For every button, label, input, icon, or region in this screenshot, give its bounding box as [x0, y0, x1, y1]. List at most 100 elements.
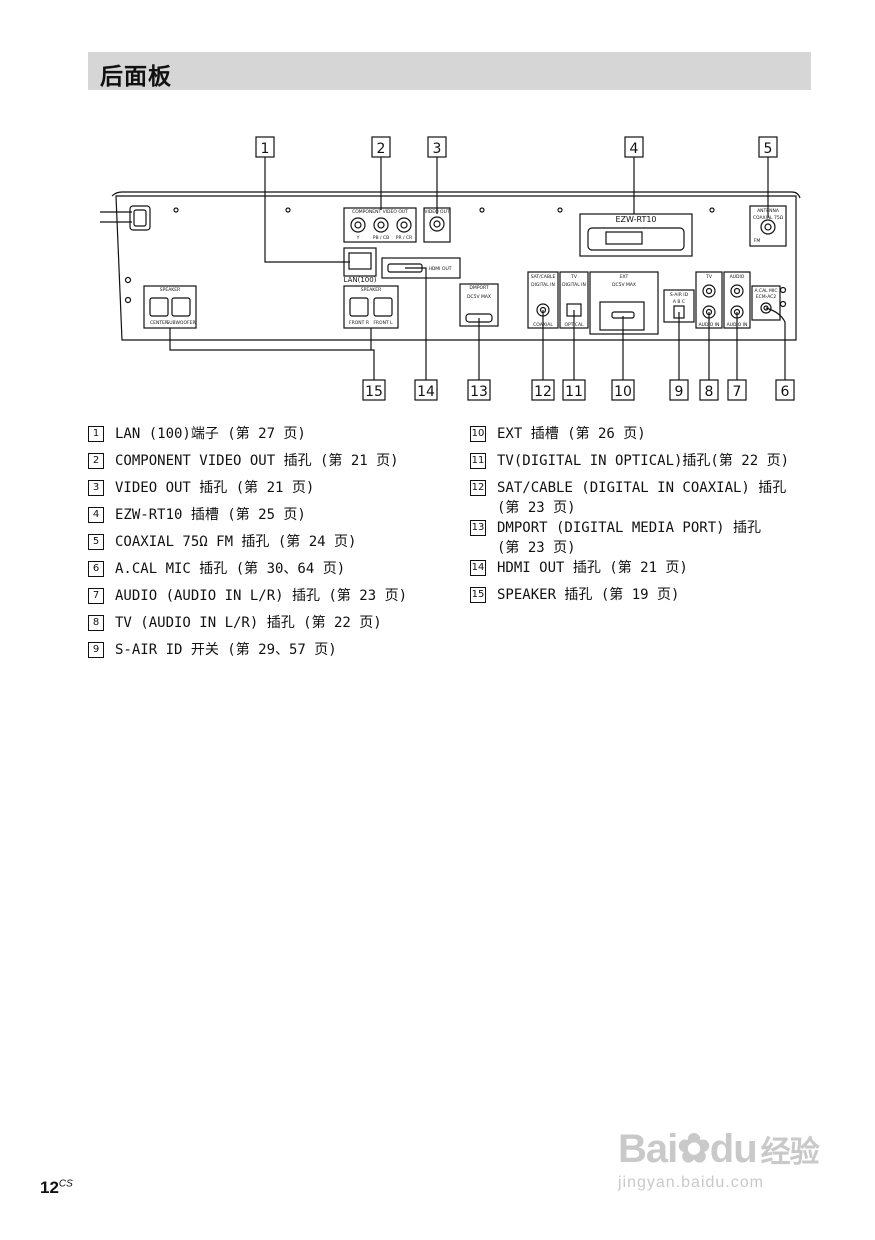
callout-10: 10 [614, 384, 632, 400]
label-subwoofer: SUBWOOFER [166, 320, 195, 326]
watermark-logo-text-2: du [709, 1127, 758, 1171]
callout-3: 3 [433, 141, 442, 157]
callout-8: 8 [705, 384, 714, 400]
label-pr: PR / CR [396, 235, 413, 241]
label-speaker-left: SPEAKER [160, 287, 180, 293]
legend-number: 7 [88, 588, 104, 604]
legend-number: 12 [470, 480, 486, 496]
label-dmport-spec: DC5V MAX [467, 294, 491, 300]
chassis-top-edge [111, 191, 801, 199]
callout-2: 2 [377, 141, 386, 157]
power-inlet [129, 205, 151, 231]
watermark-url: jingyan.baidu.com [618, 1174, 764, 1191]
callout-4: 4 [630, 141, 639, 157]
legend-text: COMPONENT VIDEO OUT 插孔 (第 21 页) [115, 453, 399, 469]
watermark-logo-cn: 经验 [760, 1136, 820, 1169]
a-cal-mic-box [751, 285, 781, 321]
legend-item: 10 EXT 插槽 (第 26 页) [470, 424, 815, 451]
label-audio-in-1: AUDIO IN [699, 322, 720, 328]
leader-15 [169, 328, 375, 380]
legend-text: S-AIR ID 开关 (第 29、57 页) [115, 642, 337, 658]
leader-14 [405, 267, 427, 380]
label-abc: A B C [673, 299, 685, 305]
label-s-air-id: S-AIR ID [670, 292, 689, 298]
power-cord [100, 211, 132, 223]
label-digital-in-2: DIGITAL IN [562, 282, 586, 288]
legend-number: 1 [88, 426, 104, 442]
page-number-value: 12 [40, 1178, 59, 1197]
legend-number: 4 [88, 507, 104, 523]
label-coaxial: COAXIAL [533, 322, 553, 328]
label-ext-spec: DC5V MAX [612, 282, 636, 288]
legend-item: 13 DMPORT (DIGITAL MEDIA PORT) 插孔 (第 23 页… [470, 518, 815, 558]
legend-left: 1 LAN (100)端子 (第 27 页) 2 COMPONENT VIDEO O… [88, 424, 448, 667]
rear-panel-diagram: 1 2 3 4 5 6 7 8 9 10 11 12 13 14 15 COMP… [100, 136, 801, 401]
legend-text: A.CAL MIC 插孔 (第 30、64 页) [115, 561, 346, 577]
legend-text: COAXIAL 75Ω FM 插孔 (第 24 页) [115, 534, 357, 550]
callout-9: 9 [675, 384, 684, 400]
legend-text: LAN (100)端子 (第 27 页) [115, 426, 306, 442]
ezw-slot-box [579, 213, 693, 257]
legend-number: 3 [88, 480, 104, 496]
legend-text: SAT/CABLE (DIGITAL IN COAXIAL) 插孔 (第 23 … [497, 480, 787, 516]
legend-item: 1 LAN (100)端子 (第 27 页) [88, 424, 448, 451]
label-antenna: ANTENNA [757, 208, 780, 214]
callout-15: 15 [365, 384, 383, 400]
leader-1 [264, 157, 350, 263]
label-front-r: FRONT R [349, 320, 369, 326]
legend-item: 11 TV(DIGITAL IN OPTICAL)插孔(第 22 页) [470, 451, 815, 478]
legend-number: 14 [470, 560, 486, 576]
callout-5: 5 [764, 141, 773, 157]
legend-right: 10 EXT 插槽 (第 26 页) 11 TV(DIGITAL IN OPTICA… [470, 424, 815, 612]
legend-number: 9 [88, 642, 104, 658]
label-ezw: EZW-RT10 [615, 215, 656, 224]
legend-text: EXT 插槽 (第 26 页) [497, 426, 646, 442]
legend-number: 5 [88, 534, 104, 550]
legend-item: 3 VIDEO OUT 插孔 (第 21 页) [88, 478, 448, 505]
label-a-cal-mic: A.CAL MIC [755, 288, 778, 294]
legend-number: 2 [88, 453, 104, 469]
legend-number: 13 [470, 520, 486, 536]
legend-number: 15 [470, 587, 486, 603]
legend-text: AUDIO (AUDIO IN L/R) 插孔 (第 23 页) [115, 588, 408, 604]
callout-14: 14 [417, 384, 435, 400]
leader-6 [765, 307, 786, 380]
legend-text: EZW-RT10 插槽 (第 25 页) [115, 507, 306, 523]
label-video-out: VIDEO OUT [424, 209, 450, 215]
legend-item: 7 AUDIO (AUDIO IN L/R) 插孔 (第 23 页) [88, 586, 448, 613]
callout-6: 6 [781, 384, 790, 400]
legend-text: TV(DIGITAL IN OPTICAL)插孔(第 22 页) [497, 453, 790, 469]
watermark-logo-text: Bai [618, 1127, 678, 1171]
page-number-suffix: CS [58, 1178, 73, 1190]
legend-item: 5 COAXIAL 75Ω FM 插孔 (第 24 页) [88, 532, 448, 559]
paw-icon: ✿ [677, 1127, 711, 1171]
legend-number: 8 [88, 615, 104, 631]
label-audio-in-2: AUDIO IN [727, 322, 748, 328]
legend-item: 2 COMPONENT VIDEO OUT 插孔 (第 21 页) [88, 451, 448, 478]
legend-text: DMPORT (DIGITAL MEDIA PORT) 插孔 (第 23 页) [497, 520, 762, 556]
component-video-out-group [343, 207, 417, 243]
legend-number: 10 [470, 426, 486, 442]
callout-13: 13 [470, 384, 488, 400]
label-ext: EXT [620, 274, 629, 280]
label-optical: OPTICAL [564, 322, 584, 328]
legend-item: 9 S-AIR ID 开关 (第 29、57 页) [88, 640, 448, 667]
callout-12: 12 [534, 384, 552, 400]
chassis-outline [115, 195, 797, 341]
label-component-video-out: COMPONENT VIDEO OUT [352, 209, 408, 215]
label-digital-in-1: DIGITAL IN [531, 282, 555, 288]
label-lan: LAN(100) [344, 276, 377, 284]
legend-number: 11 [470, 453, 486, 469]
legend-item: 12 SAT/CABLE (DIGITAL IN COAXIAL) 插孔 (第 2… [470, 478, 815, 518]
legend-text: VIDEO OUT 插孔 (第 21 页) [115, 480, 315, 496]
label-audio: AUDIO [730, 274, 745, 280]
hdmi-out-box [381, 257, 461, 279]
label-center: CENTER [150, 320, 168, 326]
label-y: Y [356, 235, 360, 241]
label-dmport: DMPORT [469, 285, 488, 291]
